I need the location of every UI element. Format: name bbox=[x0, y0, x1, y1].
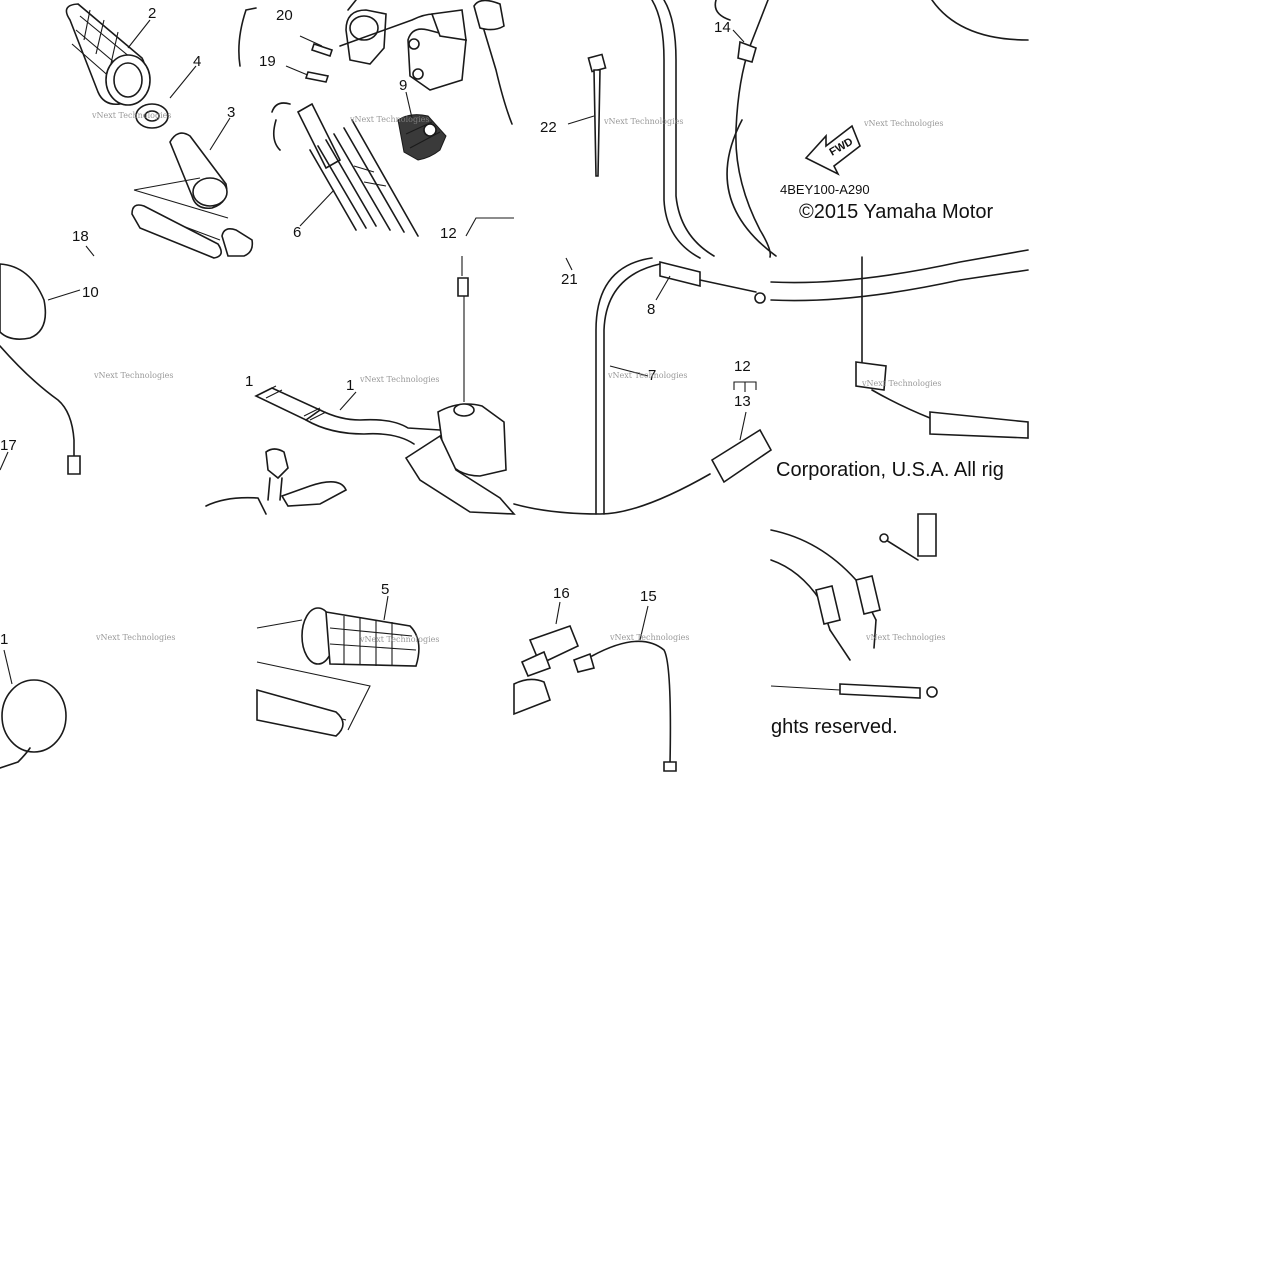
svg-text:vNext Technologies: vNext Technologies bbox=[95, 633, 175, 642]
copyright-line-1: ©2015 Yamaha Motor bbox=[799, 201, 993, 223]
throttle-cable-6 bbox=[271, 102, 419, 237]
callout-17: 17 bbox=[0, 437, 17, 454]
tile-cables-mid: 8 21 7 12 13 vNext Technologies bbox=[513, 257, 773, 515]
cable-8 bbox=[659, 260, 766, 304]
cable-15 bbox=[572, 640, 677, 772]
tile-cables-upper: 22 14 vNext Technologies bbox=[540, 0, 772, 259]
callout-3: 3 bbox=[227, 104, 235, 121]
callout-12a: 12 bbox=[440, 225, 457, 242]
tile-throttle-housing: 20 19 9 6 vNext Technologies bbox=[238, 0, 513, 241]
tile-cable-ends: ghts reserved. vNext Technologies bbox=[770, 513, 945, 738]
svg-text:vNext Technologies: vNext Technologies bbox=[609, 633, 689, 642]
callout-13: 13 bbox=[734, 393, 751, 410]
callout-21: 21 bbox=[561, 271, 578, 288]
callout-12b: 12 bbox=[734, 358, 751, 375]
callout-6: 6 bbox=[293, 224, 301, 241]
grip-2 bbox=[65, 3, 151, 106]
grip-5 bbox=[301, 607, 420, 667]
svg-text:vNext Technologies: vNext Technologies bbox=[359, 375, 439, 384]
tile-cable-end: Corporation, U.S.A. All rig vNext Techno… bbox=[770, 249, 1029, 481]
svg-text:vNext Technologies: vNext Technologies bbox=[603, 117, 683, 126]
callout-14: 14 bbox=[714, 19, 731, 36]
svg-text:vNext Technologies: vNext Technologies bbox=[359, 635, 439, 644]
callout-5: 5 bbox=[381, 581, 389, 598]
callout-7: 7 bbox=[648, 367, 656, 384]
tile-mirror: 10 17 vNext Technologies bbox=[0, 263, 173, 475]
cable-grommet bbox=[855, 361, 1029, 439]
svg-text:vNext Technologies: vNext Technologies bbox=[865, 633, 945, 642]
callout-1c: 1 bbox=[0, 631, 8, 648]
callout-16: 16 bbox=[553, 585, 570, 602]
svg-text:vNext Technologies: vNext Technologies bbox=[93, 371, 173, 380]
tile-cable-15-16: 16 15 vNext Technologies bbox=[513, 585, 689, 772]
svg-text:vNext Technologies: vNext Technologies bbox=[863, 119, 943, 128]
callout-9: 9 bbox=[399, 77, 407, 94]
holder-16 bbox=[520, 624, 580, 678]
screw-20 bbox=[299, 35, 334, 58]
callout-15: 15 bbox=[640, 588, 657, 605]
tile-grip-right: 5 vNext Technologies bbox=[256, 581, 439, 737]
callout-20: 20 bbox=[276, 7, 293, 24]
part-code: 4BEY100-A290 bbox=[780, 182, 870, 197]
fwd-arrow: FWD bbox=[804, 124, 861, 176]
watermark: vNext Technologies bbox=[91, 111, 171, 120]
callout-10: 10 bbox=[82, 284, 99, 301]
callout-1a: 1 bbox=[245, 373, 253, 390]
callout-1b: 1 bbox=[346, 377, 354, 394]
screw-19 bbox=[285, 65, 330, 83]
copyright-line-3: ghts reserved. bbox=[771, 716, 898, 738]
callout-8: 8 bbox=[647, 301, 655, 318]
callout-2: 2 bbox=[148, 5, 156, 22]
copyright-line-2: Corporation, U.S.A. All rig bbox=[776, 459, 1004, 481]
cable-13 bbox=[513, 428, 773, 515]
tile-grips-left: 2 4 3 18 vNext Technologies bbox=[65, 3, 254, 259]
master-cylinder bbox=[404, 403, 516, 515]
cable-tie-22 bbox=[587, 53, 607, 177]
mirror-10 bbox=[0, 263, 81, 475]
handlebar-1 bbox=[254, 385, 441, 445]
throttle-tube-3 bbox=[169, 132, 228, 210]
mirror-1 bbox=[1, 679, 67, 753]
tile-fwd-copyright: FWD 4BEY100-A290 ©2015 Yamaha Motor vNex… bbox=[726, 0, 1029, 257]
tile-mirror-right: 1 vNext Technologies bbox=[0, 631, 175, 769]
svg-text:vNext Technologies: vNext Technologies bbox=[861, 379, 941, 388]
lever-holder-9 bbox=[397, 114, 447, 161]
callout-18: 18 bbox=[72, 228, 89, 245]
tile-handlebar: 1 1 12 vNext Technologies bbox=[205, 217, 516, 515]
svg-text:vNext Technologies: vNext Technologies bbox=[349, 115, 429, 124]
callout-22: 22 bbox=[540, 119, 557, 136]
svg-text:vNext Technologies: vNext Technologies bbox=[607, 371, 687, 380]
callout-19: 19 bbox=[259, 53, 276, 70]
callout-4: 4 bbox=[193, 53, 201, 70]
